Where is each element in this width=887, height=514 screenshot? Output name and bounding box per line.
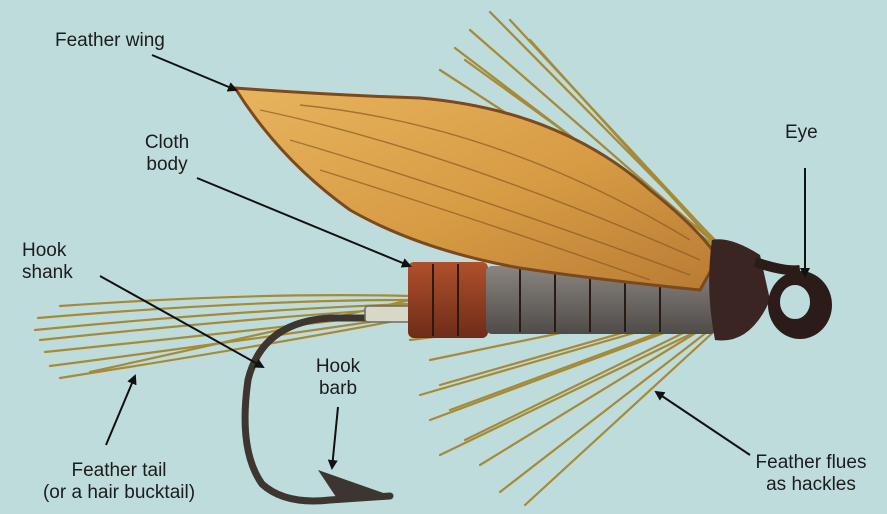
hook — [245, 306, 420, 501]
label-feather-wing: Feather wing — [55, 30, 165, 52]
label-cloth-body-line1: Cloth — [132, 132, 202, 154]
label-cloth-body: Cloth body — [132, 132, 202, 176]
label-feather-flues-line1: Feather flues — [736, 452, 886, 474]
arrow-feather-wing — [152, 55, 236, 90]
arrow-feather-flues — [656, 392, 750, 455]
label-eye: Eye — [785, 122, 818, 144]
label-hook-shank-line1: Hook — [22, 240, 73, 262]
fly-head — [709, 239, 832, 340]
label-feather-flues: Feather flues as hackles — [736, 452, 886, 496]
label-hook-barb-line1: Hook — [306, 356, 370, 378]
label-feather-tail-line2: (or a hair bucktail) — [4, 482, 234, 504]
label-hook-shank-line2: shank — [22, 262, 73, 284]
feather-wing — [235, 88, 718, 290]
label-hook-shank: Hook shank — [22, 240, 73, 284]
label-feather-flues-line2: as hackles — [736, 474, 886, 496]
hook-shank-wrap — [365, 306, 410, 322]
label-hook-barb: Hook barb — [306, 356, 370, 400]
label-feather-tail: Feather tail (or a hair bucktail) — [4, 460, 234, 504]
label-hook-barb-line2: barb — [306, 378, 370, 400]
label-feather-tail-line1: Feather tail — [4, 460, 234, 482]
arrow-hook-barb — [332, 407, 338, 468]
label-cloth-body-line2: body — [132, 154, 202, 176]
arrow-feather-tail — [106, 376, 135, 445]
